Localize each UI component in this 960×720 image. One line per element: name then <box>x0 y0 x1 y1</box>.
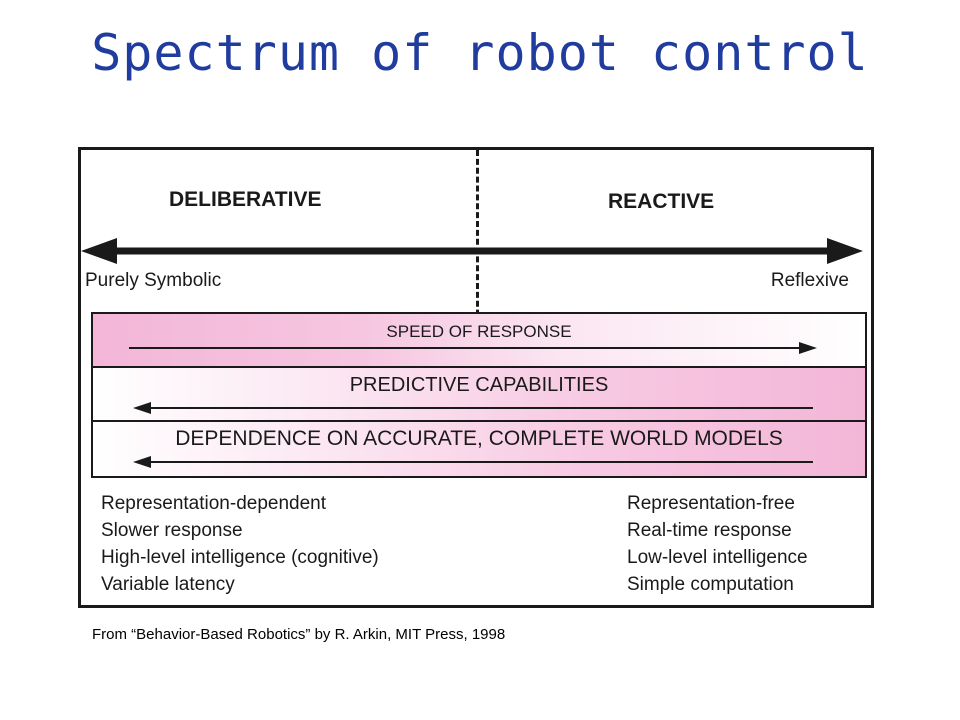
band-arrow-right <box>129 342 817 354</box>
spectrum-end-right-label: Reflexive <box>770 270 849 291</box>
band-world-model-dependence: DEPENDENCE ON ACCURATE, COMPLETE WORLD M… <box>91 420 867 478</box>
trait-item: Simple computation <box>627 574 794 595</box>
slide-title: Spectrum of robot control <box>91 24 869 82</box>
center-divider <box>476 150 479 360</box>
spectrum-double-arrow <box>81 238 863 264</box>
band-speed-of-response: SPEED OF RESPONSE <box>91 312 867 368</box>
deliberative-heading: DELIBERATIVE <box>169 188 322 211</box>
reactive-traits-list: Representation-free Real-time response L… <box>627 490 808 598</box>
deliberative-traits-list: Representation-dependent Slower response… <box>101 490 379 598</box>
trait-item: Variable latency <box>101 574 235 595</box>
band-label: PREDICTIVE CAPABILITIES <box>349 374 609 396</box>
control-spectrum-diagram: DELIBERATIVE REACTIVE Purely Symbolic Re… <box>78 147 874 608</box>
band-predictive-capabilities: PREDICTIVE CAPABILITIES <box>91 366 867 422</box>
spectrum-arrow-left-head <box>81 238 117 264</box>
trait-item: Representation-dependent <box>101 493 327 514</box>
trait-item: Slower response <box>101 520 243 541</box>
spectrum-arrow-right-head <box>827 238 863 264</box>
band-label: SPEED OF RESPONSE <box>386 322 572 341</box>
reactive-heading: REACTIVE <box>608 190 715 213</box>
trait-item: High-level intelligence (cognitive) <box>101 547 379 568</box>
spectrum-end-left-label: Purely Symbolic <box>85 270 222 291</box>
band-arrow-left <box>133 402 813 414</box>
trait-item: Low-level intelligence <box>627 547 808 568</box>
band-arrow-left <box>133 456 813 468</box>
trait-item: Real-time response <box>627 520 792 541</box>
trait-item: Representation-free <box>627 493 795 514</box>
band-label: DEPENDENCE ON ACCURATE, COMPLETE WORLD M… <box>175 427 783 450</box>
source-caption: From “Behavior-Based Robotics” by R. Ark… <box>92 626 506 643</box>
